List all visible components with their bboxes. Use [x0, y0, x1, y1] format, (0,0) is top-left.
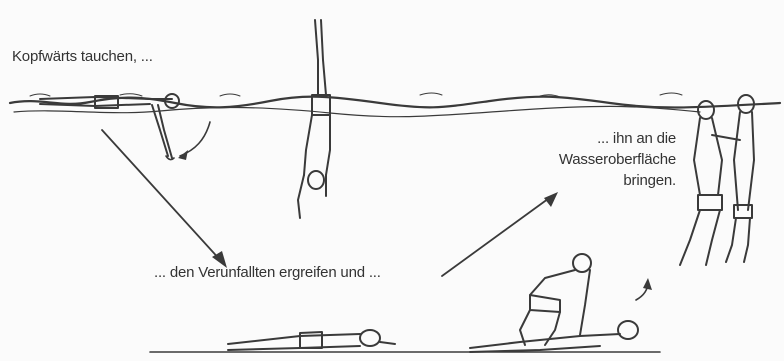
arrow-to-surface	[442, 192, 558, 276]
victim-on-bottom	[228, 330, 395, 350]
caption-surface-line-3: bringen.	[0, 170, 676, 191]
rescuer-grabbing	[470, 254, 652, 352]
caption-dive: Kopfwärts tauchen, ...	[12, 46, 153, 67]
caption-surface-line-1: ... ihn an die	[0, 128, 676, 149]
caption-surface: ... ihn an die Wasseroberfläche bringen.	[0, 128, 676, 191]
rescuer-surfacing	[680, 95, 754, 265]
caption-surface-line-2: Wasseroberfläche	[0, 149, 676, 170]
caption-grab: ... den Verunfallten ergreifen und ...	[154, 262, 381, 283]
